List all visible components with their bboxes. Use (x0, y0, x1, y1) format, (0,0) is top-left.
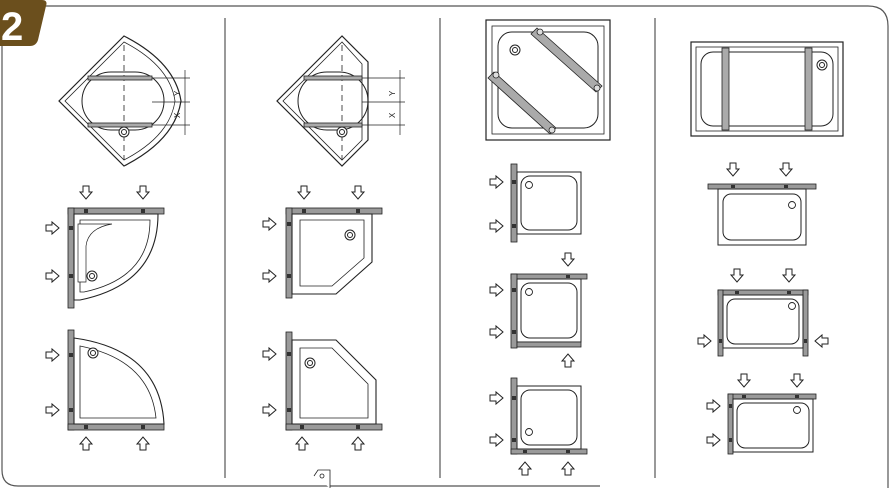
panel-corner-pentagon: Y X (262, 35, 405, 488)
rectangle-install-three-wall (697, 268, 829, 357)
panel-corner-quadrant: Y X (45, 35, 190, 451)
quadrant-top-view: Y X (58, 35, 190, 167)
panel-rectangle (690, 41, 844, 455)
step-number: 2 (1, 5, 23, 49)
dim-y-label: Y (173, 90, 182, 96)
rectangle-top-view (690, 41, 844, 137)
pentagon-install-top-left (262, 185, 383, 299)
quadrant-install-bottom-left (45, 329, 165, 451)
rectangle-install-top-left (706, 373, 817, 455)
quadrant-install-top-left (45, 185, 165, 309)
outer-frame (1, 5, 889, 488)
square-top-view (485, 19, 611, 141)
rectangle-install-top (707, 162, 817, 246)
step-badge: 2 (0, 0, 47, 49)
square-install-bottom-left (489, 377, 588, 476)
square-install-left (489, 163, 582, 243)
pentagon-install-bottom-left (262, 331, 383, 451)
pentagon-top-view: Y X (276, 35, 405, 167)
dim-y-label-2: Y (388, 90, 397, 96)
small-tray-icon (313, 469, 331, 488)
panel-square (485, 19, 611, 476)
dim-x-label-2: X (388, 112, 397, 118)
square-install-top-left (489, 252, 588, 368)
dim-x-label: X (173, 112, 182, 118)
